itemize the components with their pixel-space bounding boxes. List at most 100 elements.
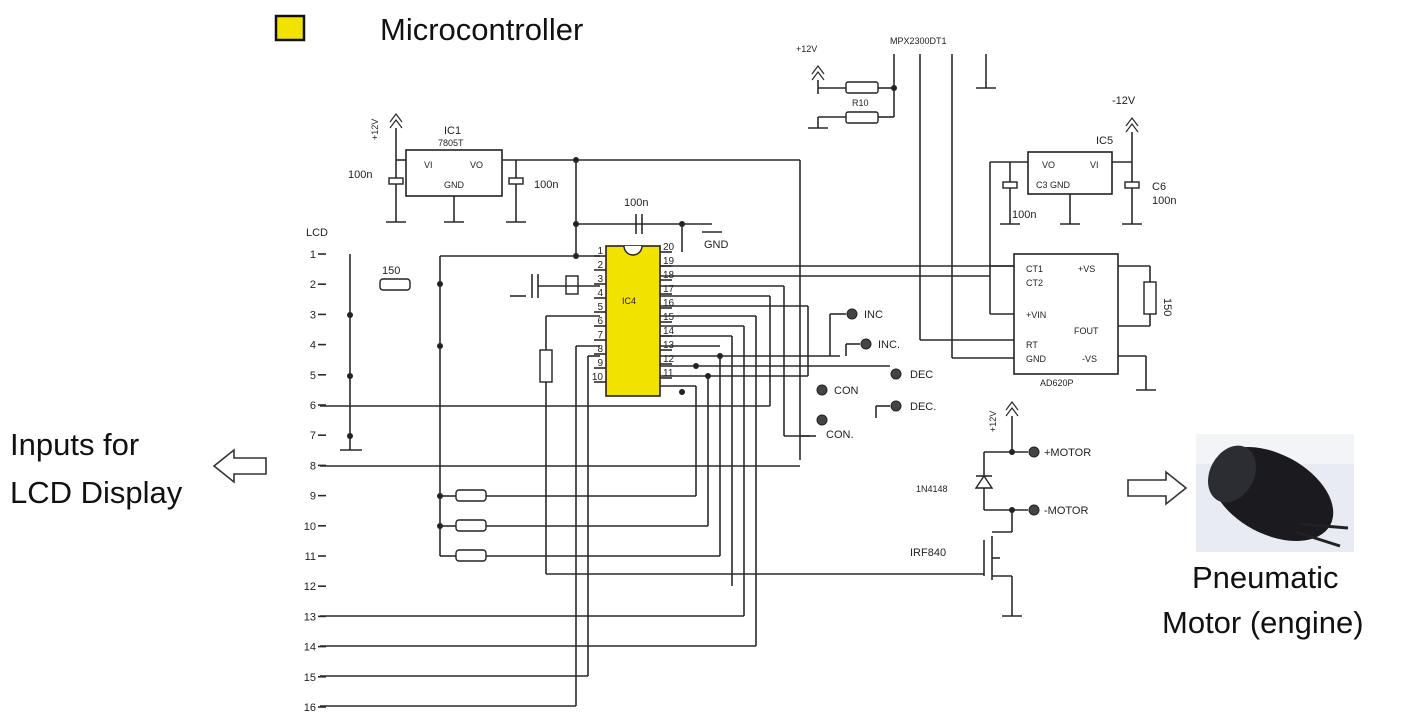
lcd-pin-label: 1 <box>310 249 316 261</box>
vcc-arrow-icon <box>1125 117 1139 133</box>
ic1-gnd: GND <box>444 180 465 190</box>
motor-note-line2: Motor (engine) <box>1162 605 1364 640</box>
ic1-name: IC1 <box>444 125 461 137</box>
lcd-pin-label: 8 <box>310 460 316 472</box>
ad620-fout: FOUT <box>1074 326 1099 336</box>
sensor-part: MPX2300DT1 <box>890 36 947 46</box>
lcd-pin-label: 15 <box>304 672 316 684</box>
diode-icon <box>974 474 994 489</box>
ic4-pin-number: 6 <box>597 316 603 327</box>
ad620-gnd: GND <box>1026 354 1047 364</box>
ic5-supply: -12V <box>1112 95 1136 107</box>
ic5-vi: VI <box>1090 160 1099 170</box>
svg-text:DEC: DEC <box>910 369 933 381</box>
ic1-part: 7805T <box>438 138 464 148</box>
switch-dec: DEC <box>890 368 933 381</box>
microcontroller-legend-swatch <box>274 14 306 42</box>
ad620-resistor: 150 <box>1161 298 1173 316</box>
ic4-name: IC4 <box>622 296 636 306</box>
resistor-r10 <box>845 111 879 124</box>
switch-inc-dot: INC. <box>845 338 900 356</box>
vcc-arrow-icon <box>389 113 403 129</box>
ic4-pin-number: 8 <box>597 344 603 355</box>
motor-neg-label: -MOTOR <box>1044 505 1088 517</box>
ic4-pin-number: 1 <box>597 246 603 257</box>
lcd-pin-label: 10 <box>304 521 316 533</box>
vcc-arrow-icon <box>811 65 825 81</box>
ad620-vs-neg: -VS <box>1082 354 1097 364</box>
ad620-ct1: CT1 <box>1026 264 1043 274</box>
resistor-150-ad620 <box>1143 281 1157 315</box>
svg-text:CON: CON <box>834 385 859 397</box>
ad620-rt: RT <box>1026 340 1038 350</box>
sensor-resistor: R10 <box>852 98 869 108</box>
ic4-pin-number: 10 <box>592 372 604 383</box>
ic5-cap-right-name: C6 <box>1152 181 1166 193</box>
legend-label: Microcontroller <box>380 12 583 47</box>
ic4-pin-number: 12 <box>663 354 675 365</box>
ic4-pin-number: 16 <box>663 298 675 309</box>
lcd-pin-label: 13 <box>304 611 316 623</box>
driver-supply: +12V <box>988 411 998 432</box>
svg-text:CON.: CON. <box>826 429 854 441</box>
ic5-cap-right: 100n <box>1152 195 1176 207</box>
ic4-pin-number: 17 <box>663 284 675 295</box>
ic4-pin-number: 4 <box>597 288 603 299</box>
lcd-pin-label: 14 <box>304 642 316 654</box>
ic1-vi: VI <box>424 160 433 170</box>
lcd-pin-label: 5 <box>310 370 316 382</box>
arrow-left-icon <box>212 448 267 484</box>
ic5-name: IC5 <box>1096 135 1113 147</box>
ic5-gnd: C3 GND <box>1036 180 1071 190</box>
lcd-pin-label: 7 <box>310 430 316 442</box>
ad620-vin: +VIN <box>1026 310 1046 320</box>
svg-text:DEC.: DEC. <box>910 401 936 413</box>
ic4-pin-number: 5 <box>597 302 603 313</box>
ic5-regulator <box>1027 151 1113 195</box>
ad620-vs-pos: +VS <box>1078 264 1095 274</box>
ic4-pin-number: 3 <box>597 274 603 285</box>
switch-inc: INC <box>829 308 883 356</box>
motor-pos-label: +MOTOR <box>1044 447 1091 459</box>
switch-con: CON <box>816 384 859 397</box>
resistor-150-lcd <box>379 278 411 291</box>
ic4-pin-number: 15 <box>663 312 675 323</box>
svg-text:INC: INC <box>864 309 883 321</box>
ic4-pin-number: 11 <box>663 368 674 379</box>
lcd-pin-label: 9 <box>310 491 316 503</box>
ic1-cap-out: 100n <box>534 179 558 191</box>
lcd-pin-label: 12 <box>304 581 316 593</box>
resistor-gate <box>539 349 553 383</box>
pneumatic-motor-photo <box>1196 434 1354 552</box>
switch-con-dot: CON. <box>800 414 854 441</box>
lcd-pin-label: 16 <box>304 702 316 713</box>
ic1-cap-in: 100n <box>348 169 372 181</box>
svg-text:INC.: INC. <box>878 339 900 351</box>
ic5-vo: VO <box>1042 160 1055 170</box>
driver-mosfet: IRF840 <box>910 547 946 559</box>
ic4-pin-number: 9 <box>597 358 603 369</box>
ic4-gnd: GND <box>704 239 729 251</box>
ic4-pin-number: 14 <box>663 326 675 337</box>
ad620-part: AD620P <box>1040 378 1074 388</box>
ic4-microcontroller <box>605 245 661 397</box>
arrow-right-icon <box>1127 470 1188 506</box>
lcd-note-line2: LCD Display <box>10 475 183 510</box>
motor-note-line1: Pneumatic <box>1192 560 1338 595</box>
ad620-ct2: CT2 <box>1026 278 1043 288</box>
ic4-pin-number: 2 <box>597 260 603 271</box>
ic4-pin-number: 19 <box>663 256 675 267</box>
lcd-pin-label: 4 <box>310 340 316 352</box>
driver-diode: 1N4148 <box>916 484 948 494</box>
lcd-note-line1: Inputs for <box>10 427 139 462</box>
ic4-pin-number: 7 <box>597 330 603 341</box>
ic1-supply: +12V <box>370 119 380 140</box>
lcd-pin-label: 3 <box>310 309 316 321</box>
lcd-pin-label: 2 <box>310 279 316 291</box>
lcd-pin-label: 11 <box>305 551 316 563</box>
ic5-cap-left: 100n <box>1012 209 1036 221</box>
ic4-decoupling: 100n <box>624 197 648 209</box>
